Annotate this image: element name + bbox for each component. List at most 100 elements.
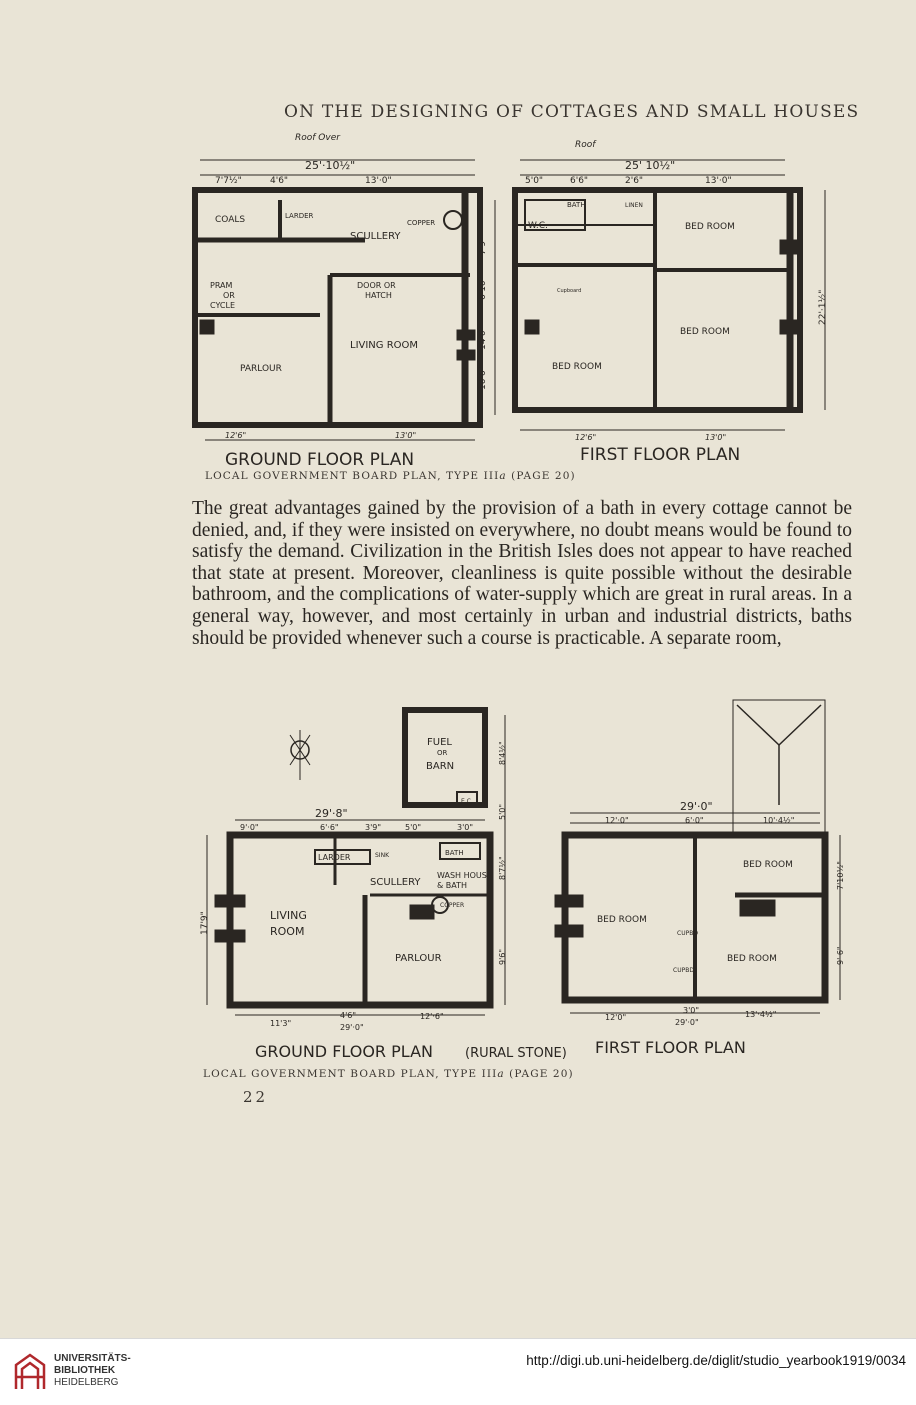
room-washhouse: WASH HOUSE — [437, 871, 492, 880]
dim-first-3: 2'6" — [625, 176, 643, 186]
bottom-ground-variant: (RURAL STONE) — [465, 1046, 567, 1060]
dim-overall-ground: 25'·10½" — [305, 159, 355, 172]
dim-b-g-5: 3'0" — [457, 823, 473, 832]
dim-b-g-side-2: 8'4½" — [498, 741, 507, 765]
room-ec: E.C. — [461, 798, 473, 805]
library-line-2: BIBLIOTHEK — [54, 1365, 116, 1376]
dim-overall-b-ground: 29'·8" — [315, 807, 348, 820]
caption-end-2: (PAGE 20) — [504, 1068, 574, 1080]
dim-b-g-bottom-4: 29'·0" — [340, 1023, 364, 1032]
dim-b-g-bottom-3: 12'·6" — [420, 1012, 444, 1021]
room-living: LIVING ROOM — [350, 340, 418, 351]
room-cycle: CYCLE — [210, 301, 235, 310]
dim-b-f-side-2: 9'·6" — [836, 946, 845, 965]
dim-b-g-1: 9'·0" — [240, 823, 259, 832]
room-pram: PRAM — [210, 281, 233, 290]
room-washhouse-bath: & BATH — [437, 881, 467, 890]
dim-b-g-4: 5'0" — [405, 823, 421, 832]
top-plan-caption: LOCAL GOVERNMENT BOARD PLAN, TYPE IIIa (… — [205, 470, 576, 482]
dim-b-g-side-4: 8'7½" — [498, 856, 507, 880]
room-b-bed-3: BED ROOM — [727, 954, 777, 964]
roof-note-first: Roof — [575, 140, 597, 150]
dim-overall-first: 25' 10½" — [625, 159, 675, 172]
dim-ground-2: 4'6" — [270, 176, 288, 186]
room-bed-2: BED ROOM — [680, 327, 730, 337]
dim-b-f-bottom-4: 29'·0" — [675, 1018, 699, 1027]
caption-text: LOCAL GOVERNMENT BOARD PLAN, TYPE III — [205, 470, 500, 482]
dim-first-2: 6'6" — [570, 176, 588, 186]
room-b-bed-2: BED ROOM — [597, 915, 647, 925]
dim-b-f-bottom-2: 3'0" — [683, 1006, 699, 1015]
ground-plan-title: GROUND FLOOR PLAN — [225, 450, 414, 470]
book-page: ON THE DESIGNING OF COTTAGES AND SMALL H… — [192, 102, 860, 1106]
bottom-ground-title: GROUND FLOOR PLAN — [255, 1042, 433, 1060]
room-larder: LARDER — [285, 212, 314, 220]
room-bath: BATH — [567, 201, 586, 209]
door-or: DOOR OR — [357, 281, 396, 290]
top-floor-plans: Roof Over 25'·10½" 7'7½" 4'6" 13'·0" COA… — [192, 133, 828, 470]
dim-ground-bottom-1: 12'6" — [225, 431, 246, 440]
dim-b-g-bottom-2: 4'6" — [340, 1011, 356, 1020]
dim-b-f-3: 10'·4½" — [763, 816, 794, 825]
room-wc: W.C. — [528, 221, 548, 231]
room-fuel-or: OR — [437, 749, 448, 757]
hatch: HATCH — [365, 291, 392, 300]
dim-first-1: 5'0" — [525, 176, 543, 186]
library-line-1: UNIVERSITÄTS- — [54, 1353, 131, 1364]
room-scullery-b: SCULLERY — [370, 877, 421, 888]
library-line-3: HEIDELBERG — [54, 1377, 119, 1388]
dim-overall-b-first: 29'·0" — [680, 800, 713, 813]
room-b-cupbd-2: CUPBD — [673, 967, 694, 974]
dim-first-bottom-1: 12'6" — [575, 433, 596, 442]
dim-b-g-side-3: 5'0" — [498, 804, 507, 820]
roof-note-ground: Roof Over — [295, 133, 341, 143]
room-fuel: FUEL — [427, 737, 452, 748]
room-barn: BARN — [426, 761, 454, 772]
room-living-b: LIVING — [270, 909, 307, 922]
dim-first-bottom-2: 13'0" — [705, 433, 726, 442]
bottom-plan-caption: LOCAL GOVERNMENT BOARD PLAN, TYPE IIIa (… — [203, 1068, 574, 1080]
room-cupboard: Cupboard — [557, 288, 581, 294]
first-plan-title: FIRST FLOOR PLAN — [580, 445, 740, 465]
dim-b-f-2: 6'·0" — [685, 816, 704, 825]
running-head: ON THE DESIGNING OF COTTAGES AND SMALL H… — [284, 102, 860, 122]
dim-b-g-2: 6'·6" — [320, 823, 339, 832]
dim-b-g-side-5: 9'6" — [498, 949, 507, 965]
room-b-cupbd-1: CUPBD — [677, 930, 698, 937]
dim-ground-side-3: 14'0" — [478, 326, 488, 350]
room-bath-b: BATH — [445, 849, 464, 857]
library-name: UNIVERSITÄTS- BIBLIOTHEK HEIDELBERG — [54, 1353, 131, 1389]
dim-ground-bottom-2: 13'0" — [395, 431, 416, 440]
caption-end: (PAGE 20) — [506, 470, 576, 482]
caption-italic-2: a — [497, 1068, 505, 1080]
room-bed-3: BED ROOM — [552, 362, 602, 372]
dim-b-g-bottom-1: 11'3" — [270, 1019, 291, 1028]
caption-italic: a — [499, 470, 507, 482]
dim-b-f-side-1: 7'10½" — [836, 861, 845, 890]
room-copper-b: COPPER — [440, 902, 464, 909]
room-coals: COALS — [215, 215, 245, 225]
bottom-floor-plans: FUEL OR BARN E.C. LARDER SINK BATH WASH … — [200, 699, 845, 1060]
body-paragraph-text: The great advantages gained by the provi… — [192, 498, 852, 649]
room-larder-b: LARDER — [318, 853, 351, 862]
room-or: OR — [223, 291, 235, 300]
dim-ground-3: 13'·0" — [365, 176, 392, 186]
dim-b-g-3: 3'9" — [365, 823, 381, 832]
caption-text-2: LOCAL GOVERNMENT BOARD PLAN, TYPE III — [203, 1068, 498, 1080]
permalink-url[interactable]: http://digi.ub.uni-heidelberg.de/diglit/… — [526, 1353, 906, 1368]
body-paragraph: The great advantages gained by the provi… — [192, 498, 852, 649]
dim-ground-side-2: 6'10" — [478, 276, 488, 300]
dim-b-f-1: 12'·0" — [605, 816, 629, 825]
room-scullery: SCULLERY — [350, 231, 401, 242]
library-logo-icon — [14, 1353, 46, 1389]
viewer-footer: UNIVERSITÄTS- BIBLIOTHEK HEIDELBERG http… — [0, 1338, 916, 1405]
dim-ground-side-1: 7'9" — [478, 237, 488, 255]
dim-b-g-side-1: 17'9" — [200, 911, 210, 935]
room-copper: COPPER — [407, 219, 435, 227]
page-number: 22 — [243, 1088, 269, 1106]
dim-ground-side-4: 10'6" — [478, 366, 488, 390]
dim-first-side: 22'·1½" — [818, 290, 828, 325]
room-living-b2: ROOM — [270, 925, 304, 938]
room-parlour: PARLOUR — [240, 364, 282, 374]
room-parlour-b: PARLOUR — [395, 953, 442, 964]
